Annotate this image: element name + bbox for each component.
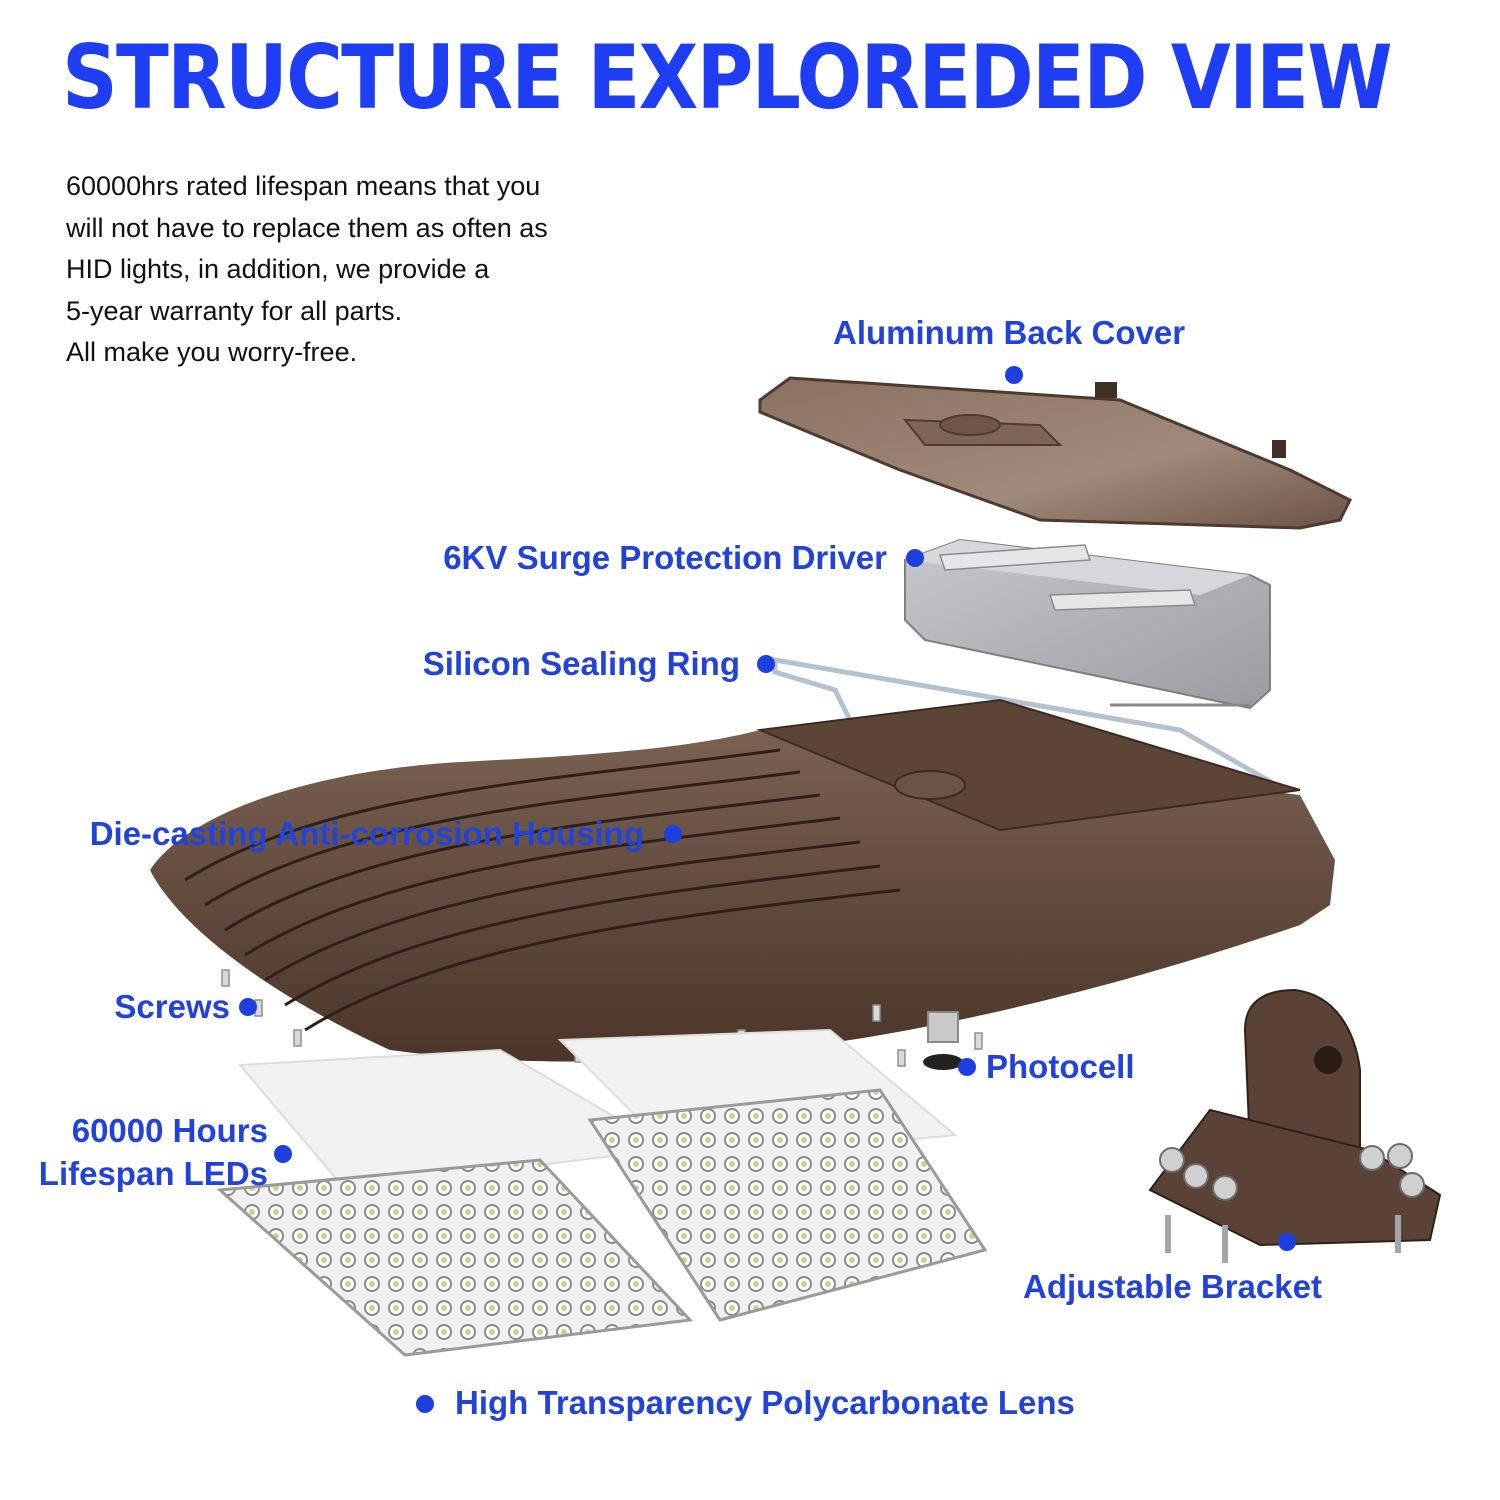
marker-dot xyxy=(958,1058,976,1076)
marker-dot xyxy=(757,655,775,673)
back-cover-part xyxy=(758,376,1353,530)
label-photocell: Photocell xyxy=(986,1048,1135,1085)
intro-line: HID lights, in addition, we provide a xyxy=(66,254,490,284)
label-sealing-ring: Silicon Sealing Ring xyxy=(422,645,740,682)
label-housing: Die-casting Anti-corrosion Housing xyxy=(89,815,644,852)
marker-dot xyxy=(274,1145,292,1163)
bracket-part xyxy=(1148,988,1442,1263)
marker-dot xyxy=(239,998,257,1016)
label-driver: 6KV Surge Protection Driver xyxy=(443,539,887,576)
photocell-part xyxy=(923,1011,963,1070)
intro-line: All make you worry-free. xyxy=(66,337,358,367)
label-leds-line2: Lifespan LEDs xyxy=(38,1155,268,1192)
driver-part xyxy=(904,538,1271,710)
marker-dot xyxy=(416,1395,434,1413)
marker-dot xyxy=(1005,366,1023,384)
intro-line: will not have to replace them as often a… xyxy=(66,212,548,243)
marker-dot xyxy=(906,549,924,567)
label-screws: Screws xyxy=(114,988,230,1025)
intro-paragraph: 60000hrs rated lifespan means that you w… xyxy=(66,166,666,374)
label-back-cover: Aluminum Back Cover xyxy=(833,314,1186,351)
housing-part xyxy=(150,698,1335,1062)
label-bracket: Adjustable Bracket xyxy=(1023,1268,1322,1305)
lens-part xyxy=(216,1088,988,1357)
label-leds-line1: 60000 Hours xyxy=(71,1112,268,1149)
label-lens: High Transparency Polycarbonate Lens xyxy=(455,1384,1075,1421)
intro-line: 60000hrs rated lifespan means that you xyxy=(66,171,541,201)
intro-line: 5-year warranty for all parts. xyxy=(66,295,403,326)
page-title: STRUCTURE EXPLOREDED VIEW xyxy=(62,26,1393,129)
marker-dot xyxy=(1278,1233,1296,1251)
marker-dot xyxy=(664,825,682,843)
